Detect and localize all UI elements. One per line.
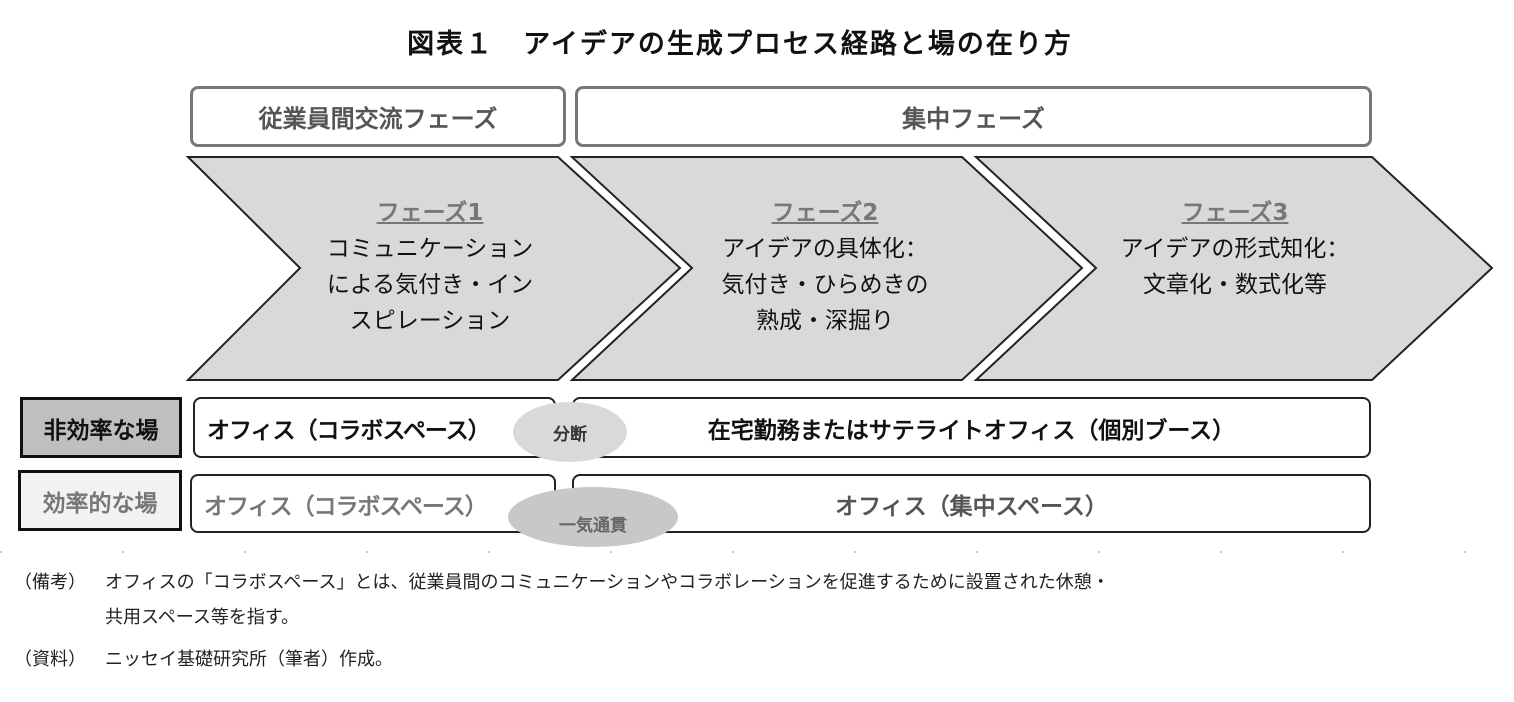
phase-3-line: アイデアの形式知化： <box>1120 236 1350 262</box>
figure-title: 図表１ アイデアの生成プロセス経路と場の在り方 <box>407 29 1073 60</box>
phase-2-label: フェーズ2 <box>771 200 879 226</box>
phase-2-line: 熟成・深掘り <box>756 308 894 334</box>
row-label-efficient: 効率的な場 <box>18 470 182 531</box>
source-tag: （資料） <box>14 649 86 670</box>
phase-3-line: 文章化・数式化等 <box>1143 272 1327 298</box>
row-label-inefficient: 非効率な場 <box>20 397 182 458</box>
remark-line-1: オフィスの「コラボスペース」とは、従業員間のコミュニケーションやコラボレーション… <box>105 572 1110 593</box>
phase-1-line: スピレーション <box>349 308 511 334</box>
phase-2-line: アイデアの具体化： <box>722 236 928 262</box>
phase-3-label: フェーズ3 <box>1181 200 1289 226</box>
row-2-right-box: オフィス（集中スペース） <box>572 474 1371 533</box>
phase-1-text: フェーズ1 コミュニケーション による気付き・イン スピレーション <box>300 195 560 339</box>
connector-disconnect: 分断 <box>513 402 627 462</box>
chevron-phase-1 <box>185 156 682 381</box>
phase-1-line: による気付き・イン <box>326 272 534 298</box>
row-1-left-box: オフィス（コラボスペース） <box>193 397 556 458</box>
phase-2-text: フェーズ2 アイデアの具体化： 気付き・ひらめきの 熟成・深掘り <box>690 195 960 339</box>
row-2-left-box: オフィス（コラボスペース） <box>190 474 556 533</box>
phase-1-line: コミュニケーション <box>326 236 534 262</box>
phase-3-text: フェーズ3 アイデアの形式知化： 文章化・数式化等 <box>1100 195 1370 303</box>
chevron-phase-2 <box>569 156 1084 381</box>
phase-2-line: 気付き・ひらめきの <box>721 272 929 298</box>
connector-seamless: 一気通貫 <box>508 487 678 547</box>
phase-group-interaction: 従業員間交流フェーズ <box>190 86 566 147</box>
remark-line-2: 共用スペース等を指す。 <box>105 607 300 628</box>
source-text: ニッセイ基礎研究所（筆者）作成。 <box>105 649 393 670</box>
chevron-phase-3 <box>973 156 1494 381</box>
row-1-right-box: 在宅勤務またはサテライトオフィス（個別ブース） <box>572 397 1371 458</box>
phase-group-focus: 集中フェーズ <box>575 86 1372 147</box>
phase-1-label: フェーズ1 <box>376 200 484 226</box>
remark-tag: （備考） <box>14 572 86 593</box>
